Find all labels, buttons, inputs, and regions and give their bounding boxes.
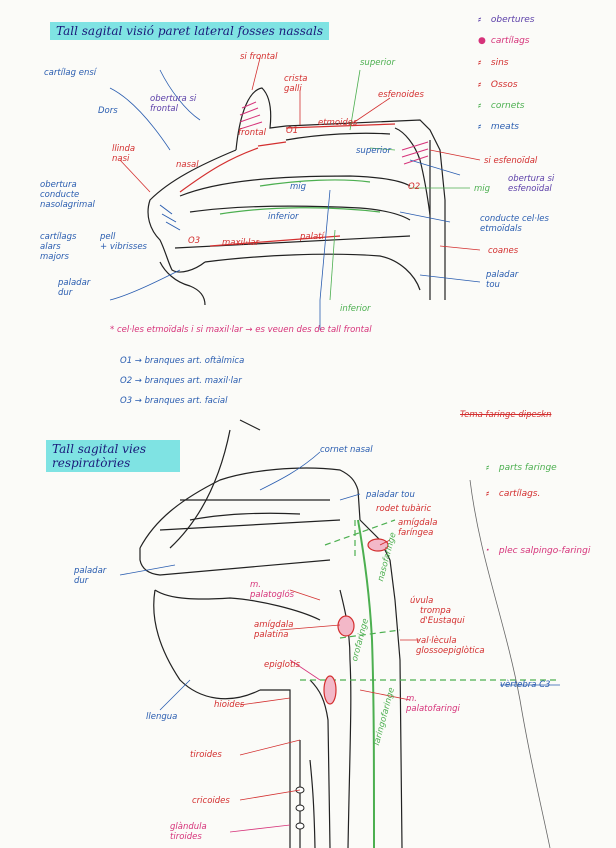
- note-o3: O3 → branques art. facial: [120, 396, 228, 406]
- label-tiroides: tiroides: [190, 750, 222, 760]
- legend-cartilags-bottom: ⸗ cartílags.: [486, 489, 541, 499]
- label-hioides: hioides: [214, 700, 245, 710]
- label-uvula: úvula: [410, 596, 434, 606]
- respiratory-tract-outline: [139, 419, 403, 848]
- margin-line: [469, 479, 551, 848]
- legend-sins: ⸗ sins: [478, 58, 509, 68]
- pharynx-divisions: [300, 519, 560, 681]
- legend-cornets: ⸗ cornets: [478, 101, 525, 111]
- cornets-outline: [219, 179, 381, 215]
- note-o2: O2 → branques art. maxil·lar: [120, 376, 242, 386]
- label-obertura-conducte: obertura conducte nasolagrimal: [40, 180, 95, 210]
- label-rodet-tubaric: rodet tubàric: [376, 504, 432, 514]
- label-paladar-tou-top: paladar tou: [486, 270, 519, 290]
- bone-outlines: [179, 123, 396, 247]
- label-m-palatoglos: m. palatoglós: [250, 580, 295, 600]
- label-cricoides: cricoides: [192, 796, 230, 806]
- top-leader-lines: [109, 69, 481, 330]
- legend-parts-faringe: ⸗ parts faringe: [486, 463, 557, 473]
- label-palati: palatí: [300, 232, 324, 242]
- bottom-title: Tall sagital vies respiratòries: [46, 440, 180, 472]
- label-paladar-dur-bottom: paladar dur: [74, 566, 107, 586]
- cartilage-hatch: [159, 204, 181, 231]
- bottom-leader-lines-red: [239, 539, 420, 801]
- label-glandula-tiroides: glàndula tiroides: [170, 822, 207, 842]
- label-inferior-meat: inferior: [268, 212, 299, 222]
- top-leader-lines-green: [329, 69, 470, 301]
- bottom-leader-lines: [119, 451, 560, 711]
- bottom-leader-lines-pink: [229, 659, 321, 833]
- nasal-cavity-outline: [147, 87, 446, 306]
- label-epiglotis: epiglotis: [264, 660, 301, 670]
- label-maxil-lar: maxil·lar: [222, 238, 260, 248]
- label-si-esfenoidal: si esfenoïdal: [484, 156, 538, 166]
- label-llinda: llinda: [112, 144, 136, 154]
- label-obertura-si-frontal: obertura si frontal: [150, 94, 197, 114]
- legend-plec-salpingo: · plec salpingo-faringi: [486, 546, 591, 556]
- label-m-palatofaringi: m. palatofaringi: [406, 694, 460, 714]
- label-paladar-dur-top: paladar dur: [58, 278, 91, 298]
- label-paladar-tou-bottom: paladar tou: [366, 490, 415, 500]
- label-o1: O1: [286, 126, 299, 136]
- tonsils-red: [323, 538, 389, 705]
- label-cartilags-alars: cartílags alars majors: [40, 232, 77, 262]
- label-conducte-cel-etmoidals: conducte cel·les etmoïdals: [480, 214, 549, 234]
- top-leader-lines-red: [119, 57, 481, 251]
- note-o1: O1 → branques art. oftàlmica: [120, 356, 245, 366]
- label-superior-meat: superior: [356, 146, 391, 156]
- label-amigdala-faringea: amígdala faríngea: [398, 518, 438, 538]
- label-o3: O3: [188, 236, 201, 246]
- label-inferior-cornet: inferior: [340, 304, 371, 314]
- label-esfenoides: esfenoides: [378, 90, 424, 100]
- label-etmoides: etmoides: [318, 118, 358, 128]
- label-cartilag-ensi: cartílag ensí: [44, 68, 97, 78]
- label-cornet-nasal: cornet nasal: [320, 445, 373, 455]
- label-crista-galli: crista galli: [284, 74, 308, 94]
- label-mig-meat: mig: [290, 182, 307, 192]
- label-frontal: frontal: [238, 128, 266, 138]
- label-o2: O2: [408, 182, 421, 192]
- label-si-frontal: si frontal: [240, 52, 278, 62]
- label-dors: Dors: [98, 106, 118, 116]
- label-llengua: llengua: [146, 712, 178, 722]
- label-trompa: trompa d'Eustaqui: [420, 606, 465, 626]
- label-nasi: nasi: [112, 154, 130, 164]
- legend-meats: ⸗ meats: [478, 122, 519, 132]
- note-cel-etmoidals: * cel·les etmoïdals i si maxil·lar → es …: [110, 325, 372, 335]
- legend-obertures: ⸗ obertures: [478, 15, 535, 25]
- bottom-legend-heading: Tema faringe dipeskn: [460, 410, 552, 420]
- label-coanes: coanes: [488, 246, 519, 256]
- label-vertebra-c3: vèrtebra C3: [500, 680, 551, 690]
- legend-ossos: ⸗ Ossos: [478, 80, 518, 90]
- top-title: Tall sagital visió paret lateral fosses …: [50, 22, 330, 40]
- legend-cartilags: ● cartílags: [478, 36, 530, 46]
- pharynx-wall: [357, 519, 375, 848]
- trachea-rings: [295, 786, 305, 830]
- label-superior-cornet: superior: [360, 58, 395, 68]
- frontal-sinus-hatch: [239, 101, 429, 165]
- label-vallecula: val·lècula glossoepiglòtica: [416, 636, 485, 656]
- label-pell-vibrisses: pell + vibrisses: [100, 232, 147, 252]
- label-nasal: nasal: [176, 160, 199, 170]
- label-mig-cornet: mig: [474, 184, 491, 194]
- label-obertura-si-esfenoidal: obertura si esfenoïdal: [508, 174, 555, 194]
- label-amigdala-palatina: amígdala palatina: [254, 620, 294, 640]
